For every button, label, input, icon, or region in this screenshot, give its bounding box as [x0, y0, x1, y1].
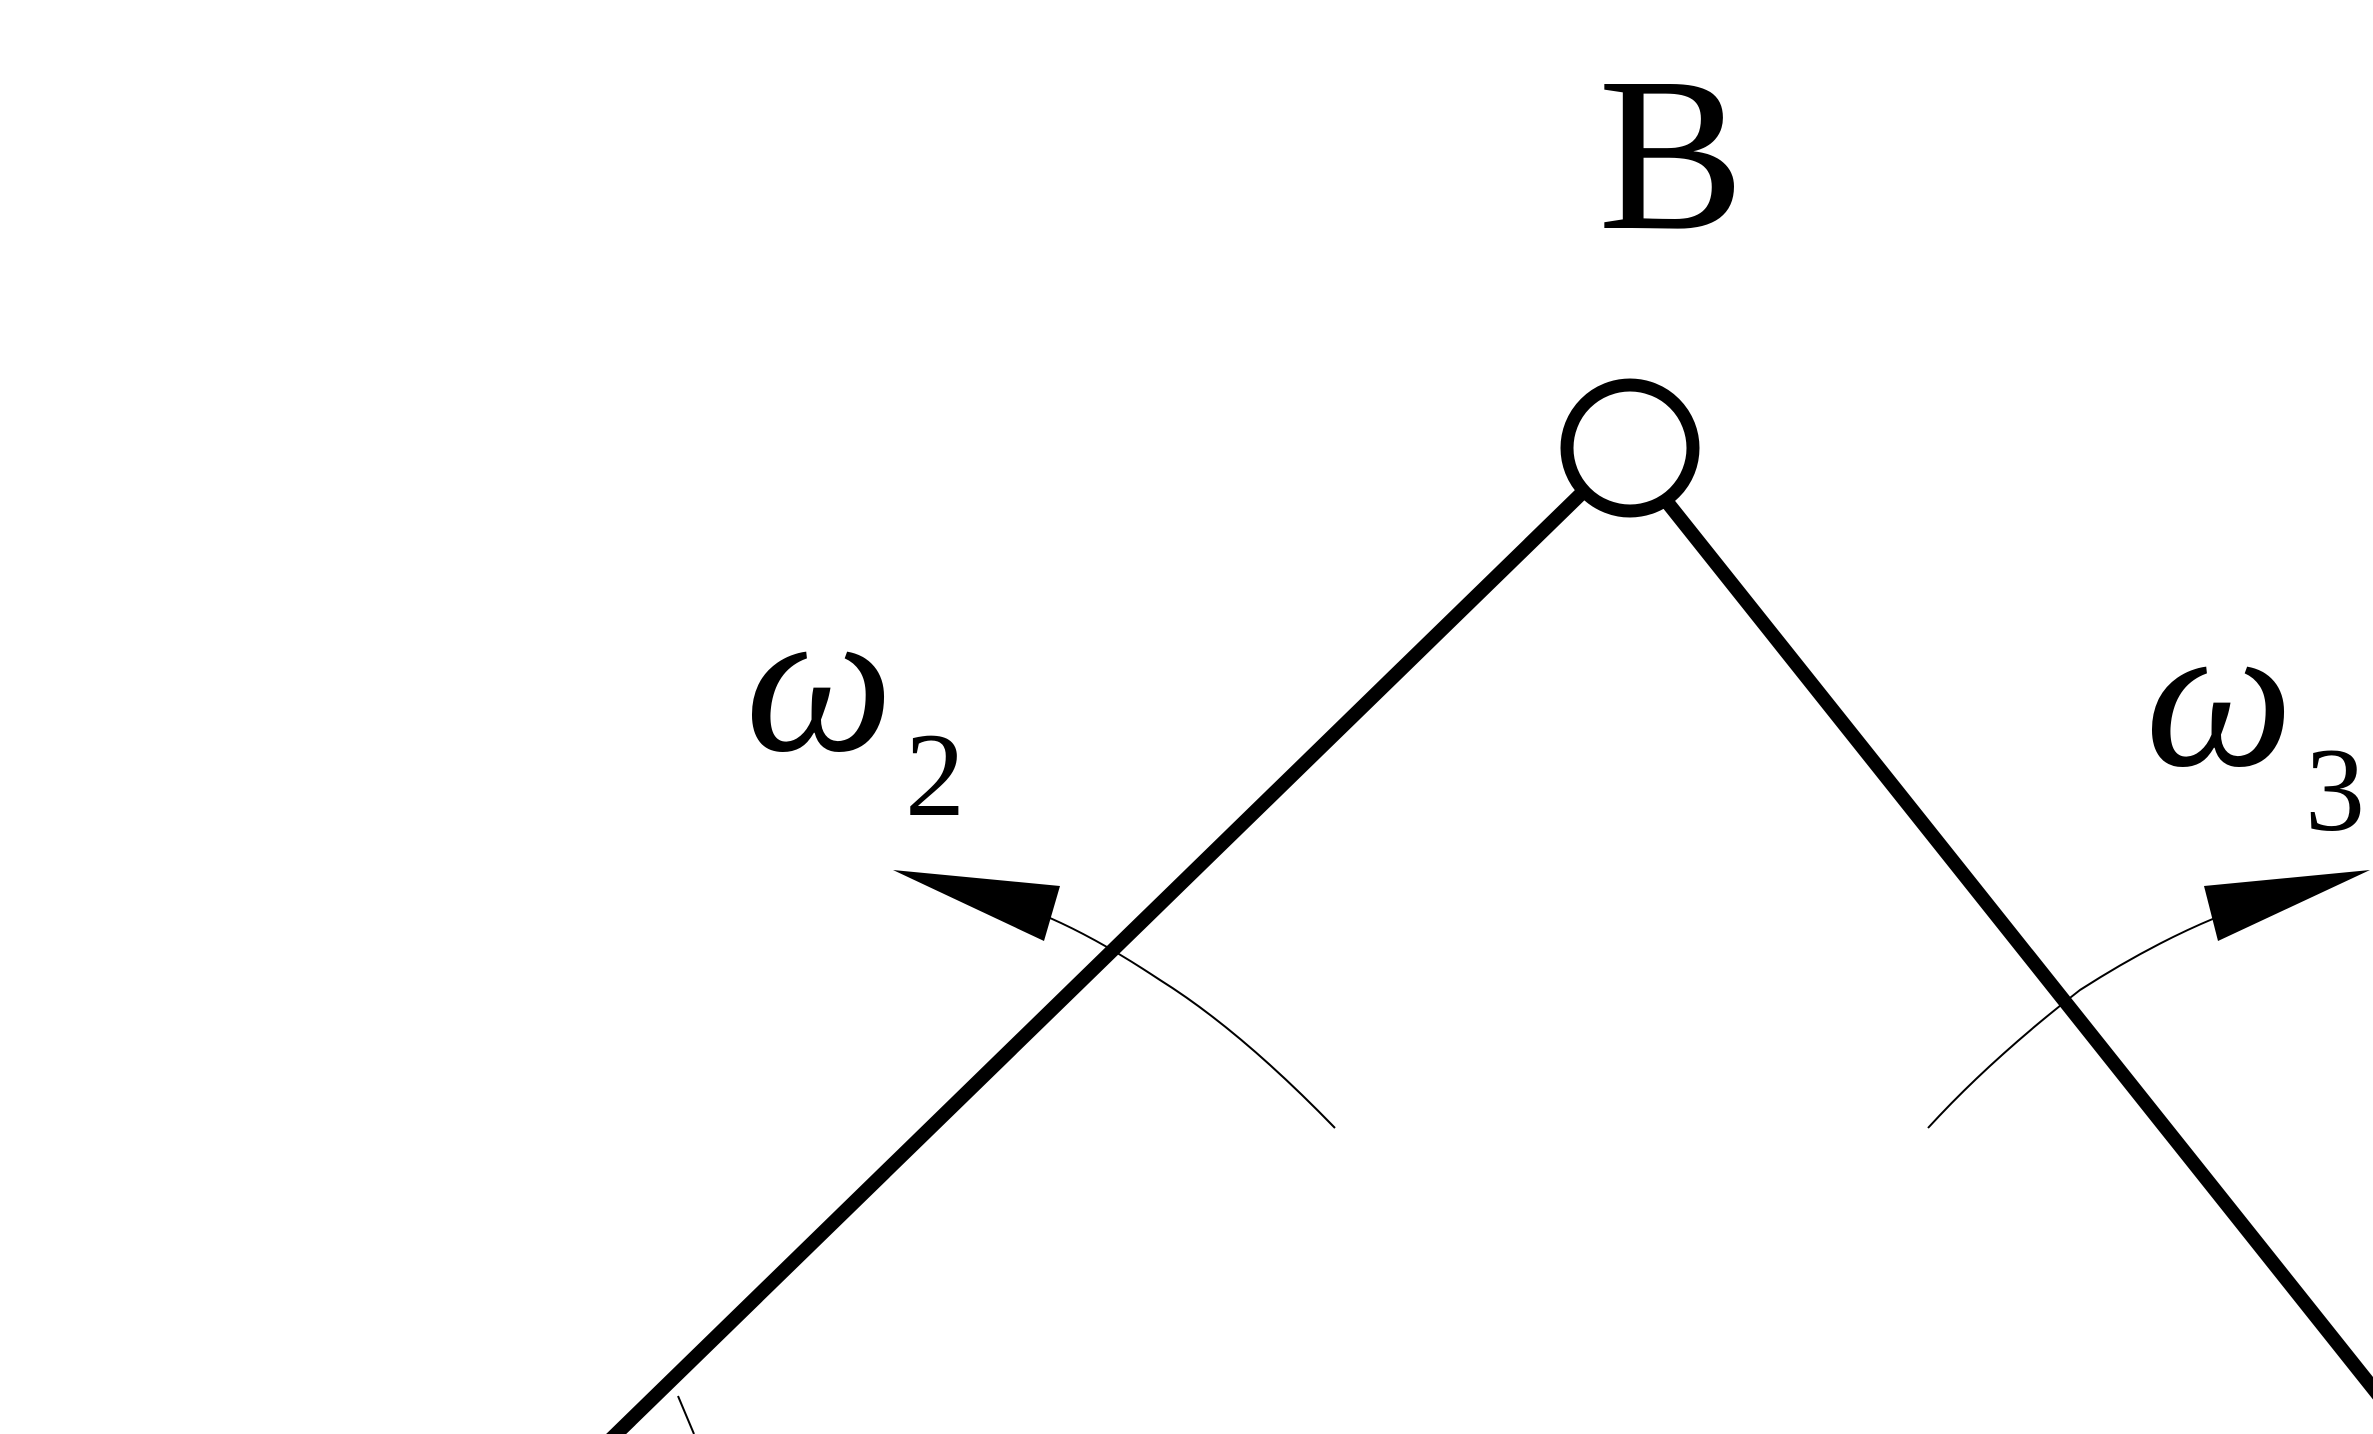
- link-3: [1661, 497, 2373, 1400]
- omega2-rotation-arc: [1049, 917, 1336, 1129]
- omega3-rotation-arc: [1927, 917, 2216, 1129]
- omega2-subscript: 2: [905, 708, 965, 841]
- angle-arc-bottom: [677, 1395, 695, 1434]
- omega3-subscript: 3: [2305, 723, 2365, 856]
- link-2: [606, 484, 1590, 1434]
- omega3-label: ω 3: [2145, 579, 2365, 856]
- omega3-symbol: ω: [2145, 579, 2293, 811]
- omega3-arrowhead: [2204, 870, 2370, 941]
- joint-label: B: [1598, 32, 1745, 276]
- omega2-arrowhead: [893, 870, 1060, 941]
- omega2-label: ω 2: [745, 564, 965, 841]
- omega2-symbol: ω: [745, 564, 893, 796]
- pin-joint-circle: [1560, 378, 1700, 518]
